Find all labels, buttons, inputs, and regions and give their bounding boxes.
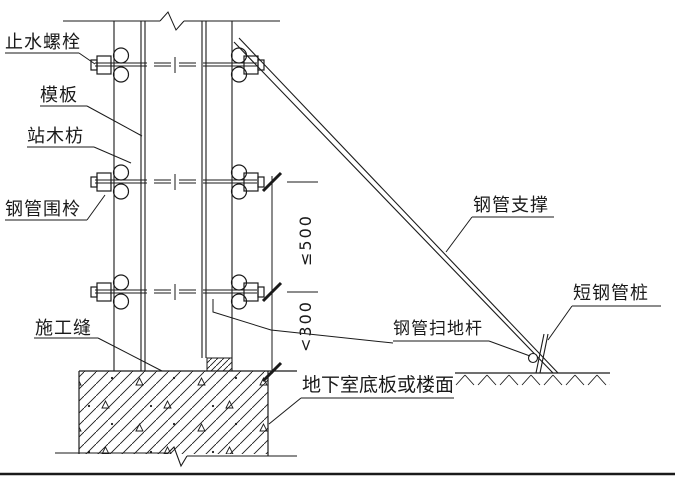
label-formwork: 模板 [40,85,78,106]
label-construction-joint: 施工缝 [35,318,92,339]
label-steel-pipe-brace: 钢管支撑 [473,195,549,216]
label-underlines [5,52,661,399]
tie-rod-level-1 [90,47,265,83]
leader-lines [78,52,573,425]
label-water-stop-bolt: 止水螺栓 [5,32,81,53]
label-short-steel-pipe-pile: 短钢管桩 [573,283,649,304]
tie-rod-level-3 [90,274,265,310]
label-steel-pipe-waler: 钢管围柃 [5,199,81,220]
label-steel-pipe-sweeping-rod: 钢管扫地杆 [393,319,483,339]
ground-line [455,372,610,386]
sweeping-rod-section-circle [527,352,539,364]
dimension-line [261,171,318,383]
label-basement-slab-or-floor: 地下室底板或楼面 [302,374,455,396]
short-pile [535,333,549,374]
concrete-slab [55,370,297,468]
top-break-line [63,11,280,31]
label-vertical-timber: 站木枋 [27,126,84,147]
wall-formwork-lines [113,21,233,371]
diagonal-brace [233,37,559,374]
dimension-waler-spacing: ≤500 [296,214,315,266]
kicker-hatch-block [206,357,233,372]
tie-rod-level-2 [90,164,265,200]
bottom-break-line [55,446,297,468]
dimension-bottom-offset: <300 [296,300,315,352]
